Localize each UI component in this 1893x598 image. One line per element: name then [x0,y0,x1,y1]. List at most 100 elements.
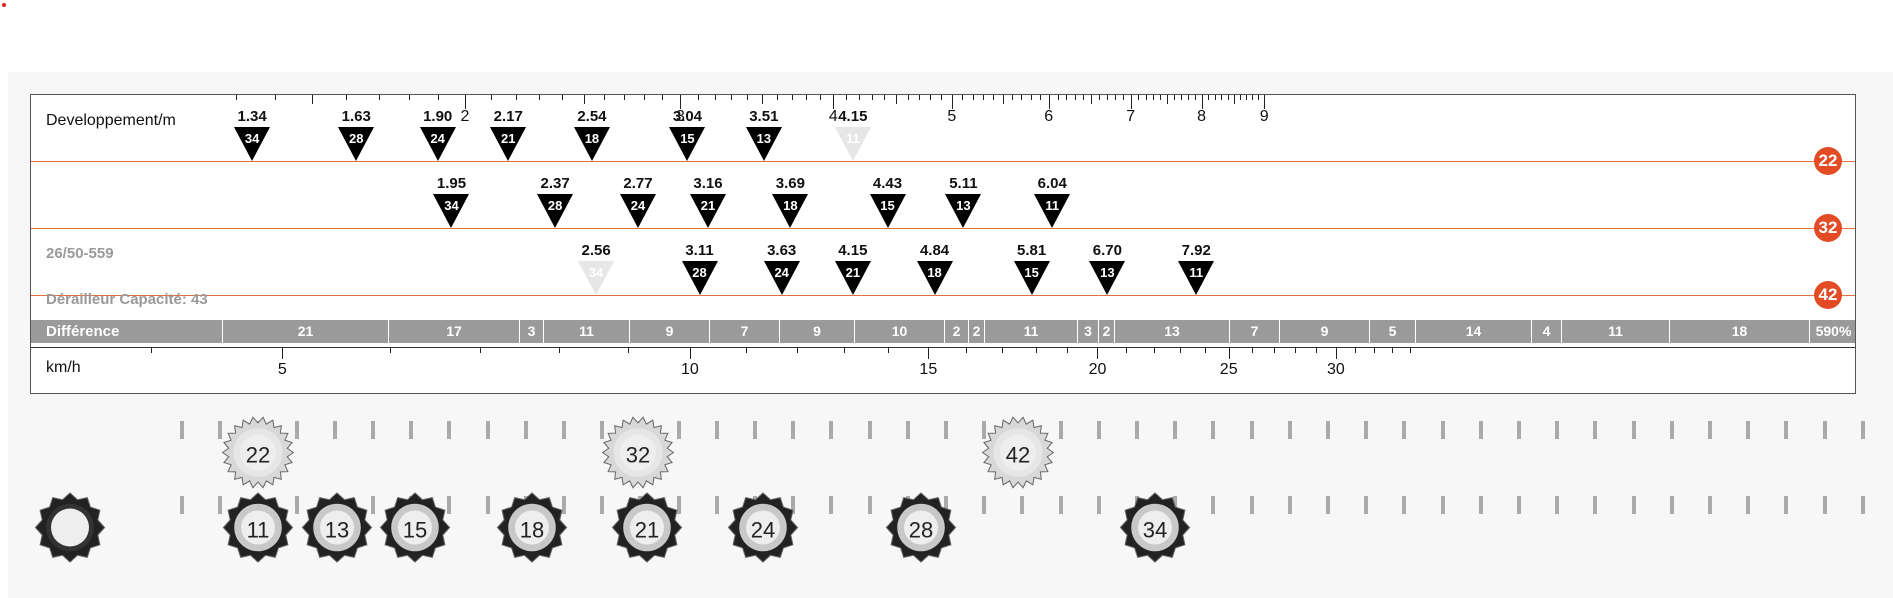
gear-marker-cog: 24 [630,198,646,213]
speed-tick [1067,347,1069,353]
gear-marker-value: 4.43 [872,175,903,192]
slot [332,421,337,439]
cog-label: 11 [246,517,270,542]
cog-15-icon[interactable]: 15 [379,492,451,569]
cog-11-icon[interactable]: 11 [222,492,294,569]
dev-tick [833,95,835,109]
speed-tick-label: 20 [1088,361,1107,378]
cog-21-icon[interactable]: 21 [611,492,683,569]
difference-cell: 3 [519,320,543,343]
slot [447,421,452,439]
gear-marker-value: 3.16 [693,175,723,192]
slot [1249,421,1254,439]
dev-tick [846,95,848,100]
dev-tick [1002,95,1004,104]
speed-tick [1355,347,1357,353]
dev-tick [1167,95,1169,104]
dev-tick [1240,95,1242,100]
speed-axis-line [31,347,1855,348]
speed-tick-label: 15 [919,361,938,378]
dev-tick [1194,95,1196,100]
chainring-22-icon[interactable]: 22 [221,416,295,495]
difference-cell: 9 [779,320,854,343]
cog-label: 34 [1142,517,1168,542]
chainring-32-icon[interactable]: 32 [601,416,675,495]
dev-tick [1057,95,1059,100]
difference-label: Différence [46,323,120,340]
cog-28-icon[interactable]: 28 [885,492,957,569]
speed-tick [1228,347,1230,359]
dev-tick [1221,95,1223,100]
slot [1555,421,1560,439]
dev-tick [819,95,821,100]
dev-tick [604,95,606,100]
slot [1173,421,1178,439]
dev-tick [680,95,682,109]
gear-marker-value: 2.17 [493,108,523,125]
difference-cell: 11 [1561,320,1669,343]
gear-marker-value: 1.90 [423,108,453,125]
speed-tick [797,347,799,353]
slot [1784,421,1789,439]
speed-tick [1001,347,1003,353]
ring-line-32 [31,228,1855,229]
slot [753,421,757,439]
dev-tick [962,95,964,100]
cog-24-icon[interactable]: 24 [727,492,799,569]
dev-tick [1252,95,1254,100]
dev-tick [746,95,748,100]
speed-tick [887,347,889,353]
slot [447,496,452,514]
slot [1517,496,1521,514]
speed-tick [1273,347,1275,353]
slot [180,496,184,514]
speed-tick [1179,347,1181,353]
slot [1402,496,1407,514]
speed-tick [1373,347,1375,353]
gear-marker-value: 2.54 [577,108,607,125]
dev-tick [697,95,699,100]
gear-marker-cog: 15 [680,131,695,146]
speed-tick [928,347,930,359]
cog-13-icon[interactable]: 13 [301,492,373,569]
slot [1746,421,1751,439]
cog-label: 15 [402,517,428,542]
speed-tick-label: 30 [1326,361,1345,378]
gear-marker-cog: 11 [1045,198,1060,213]
slot [1287,421,1292,439]
dev-tick [408,95,410,100]
speed-tick [389,347,391,353]
chainring-42-icon[interactable]: 42 [981,416,1055,495]
gear-marker-triangle: 13 [745,127,782,161]
speed-tick [1391,347,1393,353]
slot [294,496,299,514]
slot [714,496,719,514]
speed-tick [151,347,153,353]
gear-marker-cog: 24 [774,265,789,280]
dev-tick [731,95,733,100]
slot [1326,421,1330,439]
gear-marker-value: 3.11 [685,242,714,259]
gear-marker-triangle: 15 [869,194,906,228]
dev-tick [624,95,626,100]
slot [600,496,605,514]
cog-18-icon[interactable]: 18 [496,492,568,569]
dev-tick [762,95,764,104]
gear-marker-value: 1.34 [237,108,267,125]
slot [1746,496,1751,514]
slot [867,421,872,439]
dev-tick [907,95,909,100]
speed-tick [1295,347,1297,353]
dev-tick [895,95,897,104]
gear-marker-triangle: 15 [669,127,706,161]
slot [829,421,834,439]
gear-marker-cog: 18 [783,198,798,213]
cog-34-icon[interactable]: 34 [1119,492,1191,569]
difference-cell: 4 [1531,320,1561,343]
difference-cell: 2 [968,320,984,343]
